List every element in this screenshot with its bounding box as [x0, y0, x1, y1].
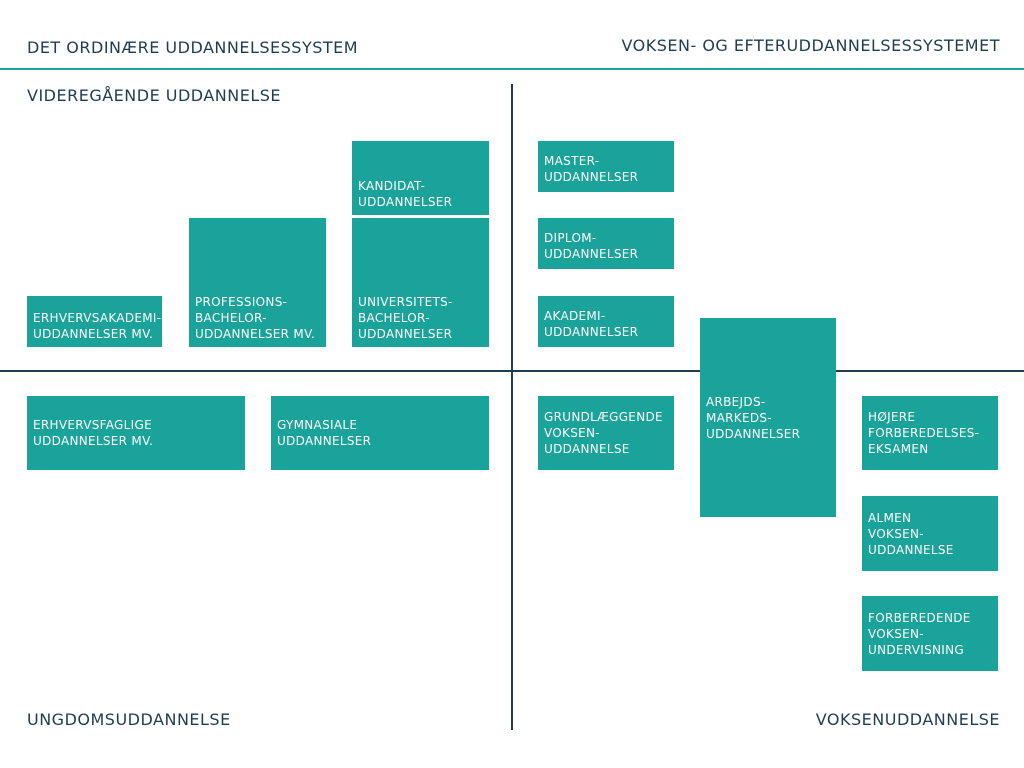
- forberedende-voksenundervisning-box: Forberedende voksen- undervisning: [862, 596, 998, 671]
- diplom-box: Diplom- uddannelser: [538, 218, 674, 269]
- higher-education-label: Videregående uddannelse: [27, 86, 281, 105]
- hojere-forberedelseseksamen-box: Højere forberedelses- eksamen: [862, 396, 998, 470]
- grundlaeggende-label: Grundlæggende voksen- uddannelse: [544, 410, 663, 456]
- erhvervsakademi-box: Erhvervsakademi- uddannelser mv.: [27, 296, 162, 347]
- diplom-label: Diplom- uddannelser: [544, 231, 639, 261]
- master-label: Master- uddannelser: [544, 154, 639, 184]
- grundlaeggende-box: Grundlæggende voksen- uddannelse: [538, 396, 674, 470]
- vertical-axis-line: [511, 84, 513, 730]
- universitetsbachelor-label: Universitets- bachelor- uddannelser: [358, 295, 453, 341]
- universitetsbachelor-box: Universitets- bachelor- uddannelser: [352, 218, 489, 347]
- gymnasiale-label: Gymnasiale uddannelser: [277, 418, 372, 448]
- arbejdsmarked-label: Arbejds- markeds- uddannelser: [706, 394, 801, 441]
- almen-voksenuddannelse-box: Almen voksen- uddannelse: [862, 496, 998, 571]
- ordinary-system-header: Det ordinære uddannelsessystem: [27, 38, 359, 57]
- professionsbachelor-label: Professions- bachelor- uddannelser mv.: [195, 295, 316, 341]
- erhvervsfaglige-box: Erhvervsfaglige uddannelser mv.: [27, 396, 245, 470]
- akademi-label: Akademi- uddannelser: [544, 309, 639, 339]
- gymnasiale-box: Gymnasiale uddannelser: [271, 396, 489, 470]
- hojere-label: Højere forberedelses- eksamen: [868, 410, 980, 456]
- almen-label: Almen voksen- uddannelse: [868, 510, 954, 557]
- erhvervsakademi-label: Erhvervsakademi- uddannelser mv.: [33, 311, 162, 341]
- youth-education-label: Ungdomsuddannelse: [27, 710, 231, 729]
- header-divider: [0, 68, 1024, 70]
- adult-education-label: Voksenuddannelse: [815, 710, 1000, 729]
- professionsbachelor-box: Professions- bachelor- uddannelser mv.: [189, 218, 326, 347]
- kandidat-label: Kandidat- uddannelser: [358, 179, 453, 209]
- horizontal-axis-line: [0, 370, 1024, 372]
- master-box: Master- uddannelser: [538, 141, 674, 192]
- erhvervsfaglige-label: Erhvervsfaglige uddannelser mv.: [33, 418, 154, 448]
- akademi-box: Akademi- uddannelser: [538, 296, 674, 347]
- forberedende-label: Forberedende voksen- undervisning: [868, 610, 971, 657]
- arbejdsmarked-box: Arbejds- markeds- uddannelser: [700, 318, 836, 517]
- kandidat-box: Kandidat- uddannelser: [352, 141, 489, 215]
- adult-system-header: Voksen- og efteruddannelsessystemet: [621, 36, 1000, 55]
